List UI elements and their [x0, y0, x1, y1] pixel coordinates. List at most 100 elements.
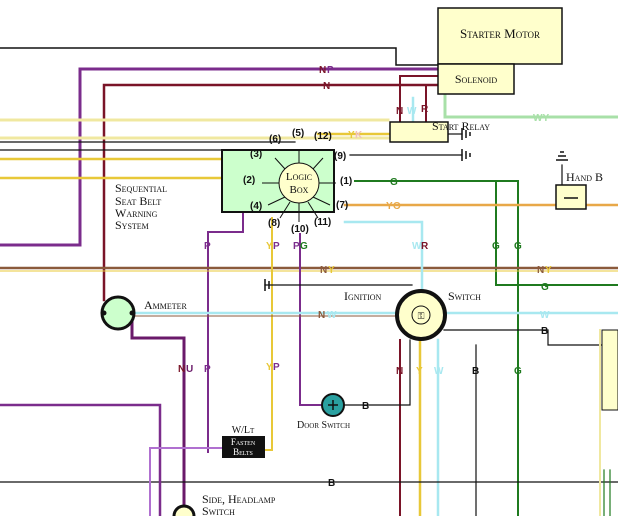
label-yp-low-p: P: [273, 362, 280, 373]
logic-box-label-2: Box: [290, 184, 309, 196]
label-p-low: P: [204, 364, 211, 375]
label-ny-right-y: Y: [545, 265, 552, 276]
right-component-1: [601, 329, 618, 411]
start-relay-label: Start Relay: [432, 119, 490, 133]
fasten-label-2: Belts: [233, 447, 253, 457]
label-wy: WY: [533, 113, 549, 124]
logic-box-spokes: [262, 150, 336, 222]
label-n-ign: N: [396, 366, 403, 377]
wire-door-b: [343, 339, 411, 406]
wire-ammeter-nu: [130, 320, 186, 516]
wire-purple-low: [0, 403, 162, 516]
starter-motor-box: [437, 7, 563, 65]
ammeter-terminal-left: [101, 310, 107, 316]
pin-8: (8): [268, 218, 280, 229]
label-b-right: B: [541, 326, 548, 337]
seat-belt-label-4: System: [115, 218, 149, 232]
wire-wy: [443, 94, 618, 119]
label-ny-left-y: Y: [328, 265, 335, 276]
label-p-pin4: P: [204, 241, 211, 252]
wire-wr: [343, 220, 424, 292]
label-yo-y: Y: [386, 201, 393, 212]
headlamp-switch-symbol: [172, 504, 196, 516]
pin-11: (11): [314, 217, 331, 228]
pin-1: (1): [340, 176, 352, 187]
label-b-door: B: [362, 401, 369, 412]
label-g-a: G: [492, 241, 500, 252]
label-b-bottom: B: [328, 478, 335, 489]
headlamp-label-1: Side, Headlamp: [202, 492, 276, 506]
label-ny-left-n: N: [320, 265, 327, 276]
label-b-ign: B: [472, 366, 479, 377]
label-np-p: P: [327, 65, 334, 76]
seat-belt-label-1: Sequential: [115, 181, 167, 195]
fasten-belts-box: [222, 436, 265, 458]
hand-brake-box: [555, 184, 587, 210]
ignition-core: [411, 305, 431, 325]
label-yk-y: Y: [348, 130, 355, 141]
label-yp-pin8-y: Y: [266, 241, 273, 252]
wire-np: [78, 67, 440, 247]
label-wr-r: R: [421, 241, 429, 252]
label-g-b: G: [514, 241, 522, 252]
label-nw-n: N: [318, 310, 325, 321]
ammeter-symbol: [100, 295, 136, 331]
door-switch-contact: [328, 400, 338, 410]
fasten-label-1: Fasten: [231, 437, 256, 447]
wire-ign-b: [443, 329, 618, 346]
wlt-label: W/Lt: [232, 425, 255, 436]
label-yp-pin8-p: P: [273, 241, 280, 252]
ignition-switch-symbol: [395, 289, 447, 341]
pin-7: (7): [336, 200, 348, 211]
wire-n: [102, 83, 440, 302]
pin-12: (12): [314, 131, 332, 142]
label-pg-p: P: [293, 241, 300, 252]
solenoid-box: [437, 63, 515, 95]
label-yk-k: K: [355, 130, 363, 141]
label-g-pin1: G: [390, 177, 398, 188]
label-w-ign: W: [434, 366, 444, 377]
switch-label: Switch: [448, 289, 481, 303]
label-y-ign: Y: [416, 366, 423, 377]
label-nu-u: U: [186, 364, 193, 375]
wire-pg: [299, 233, 323, 406]
pin-6: (6): [269, 134, 281, 145]
hand-brake-label: Hand B: [566, 170, 603, 184]
ignition-label: Ignition: [344, 289, 382, 303]
label-nu-n: N: [178, 364, 185, 375]
ammeter-label: Ammeter: [144, 298, 188, 312]
pin-4: (4): [250, 201, 262, 212]
pin-10: (10): [291, 224, 309, 235]
wire-fasten-p: [149, 447, 223, 516]
label-g-mid: G: [541, 282, 549, 293]
label-relay-n: N: [396, 106, 403, 117]
headlamp-label-2: Switch: [202, 504, 235, 516]
wire-black-top: [0, 47, 439, 66]
wire-right-green: [603, 469, 611, 516]
label-nw-w: W: [327, 310, 337, 321]
pin-9: (9): [334, 151, 346, 162]
label-relay-r: R: [421, 104, 429, 115]
label-yp-low-y: Y: [266, 362, 273, 373]
earth-symbols: [264, 128, 568, 291]
pin-3: (3): [250, 149, 262, 160]
start-relay-box: [389, 121, 449, 143]
starter-motor-label: Starter Motor: [460, 26, 540, 41]
logic-box-label-1: Logic: [286, 171, 312, 183]
label-relay-w: W: [407, 106, 417, 117]
pin-5: (5): [292, 128, 304, 139]
wire-relay-n: [399, 75, 439, 123]
pin-2: (2): [243, 175, 255, 186]
wire-pin1-g: [354, 180, 618, 286]
label-yo-o: O: [393, 201, 401, 212]
wire-fasten-yp: [264, 439, 273, 451]
door-switch-label: Door Switch: [297, 420, 350, 431]
label-np-n: N: [319, 65, 326, 76]
label-ny-right-n: N: [537, 265, 544, 276]
seat-belt-label-3: Warning: [115, 206, 158, 220]
ignition-lock-icon: ⚿: [418, 311, 425, 321]
label-pg-g: G: [300, 241, 308, 252]
seat-belt-label-2: Seat Belt: [115, 194, 161, 208]
